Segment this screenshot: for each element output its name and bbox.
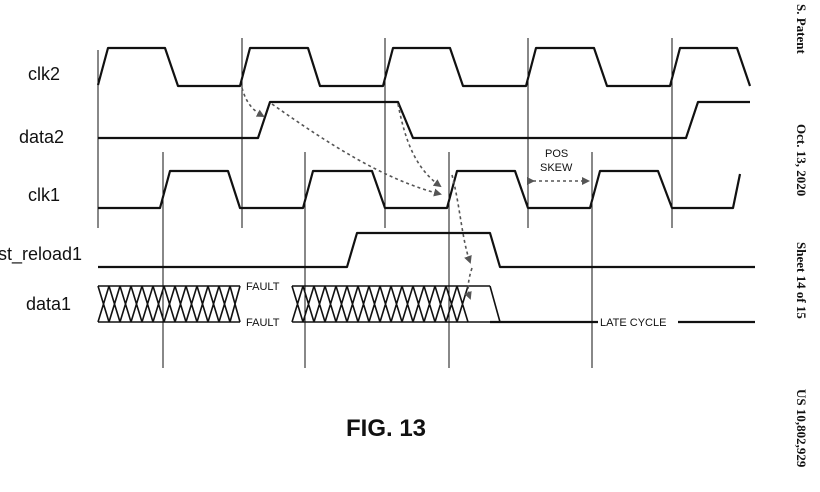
data2-to-clk1-arrow-2	[397, 103, 442, 188]
patent-header: S. Patent Oct. 13, 2020 Sheet 14 of 15 U…	[794, 4, 809, 468]
patent-sheet: Sheet 14 of 15	[794, 242, 809, 319]
signal-labels: clk2 data2 clk1 st_reload1 data1	[0, 64, 82, 314]
reference-lines	[97, 38, 673, 368]
clk1-waveform	[98, 169, 742, 210]
patent-prefix: S. Patent	[794, 4, 809, 55]
signal-label-data2: data2	[19, 127, 64, 147]
pos-skew-label-line2: SKEW	[540, 162, 573, 174]
late-cycle-label-bg	[598, 314, 678, 330]
clk2-to-data2-arrow	[241, 87, 265, 117]
signal-label-clk2: clk2	[28, 64, 60, 84]
signal-label-st-reload1: st_reload1	[0, 244, 82, 265]
data1-fault-region-1	[97, 285, 241, 323]
late-cycle-label: LATE CYCLE	[600, 317, 666, 329]
data2-waveform	[98, 100, 750, 140]
data1-fault-region-2	[291, 285, 501, 323]
st-reload1-waveform	[98, 231, 755, 269]
fault-label-bottom: FAULT	[246, 317, 280, 329]
patent-date: Oct. 13, 2020	[794, 124, 809, 196]
st-reload1-to-data1-arrow	[464, 267, 473, 300]
signal-label-clk1: clk1	[28, 185, 60, 205]
signal-label-data1: data1	[26, 294, 71, 314]
figure-label: FIG. 13	[346, 415, 426, 442]
fault-label-top: FAULT	[246, 281, 280, 293]
clk2-waveform	[96, 46, 752, 88]
pos-skew-label-line1: POS	[545, 148, 568, 160]
patent-number: US 10,802,929	[794, 389, 809, 468]
data2-to-clk1-arrow-1	[271, 103, 442, 197]
clk1-to-st-reload1-arrow	[451, 174, 472, 264]
